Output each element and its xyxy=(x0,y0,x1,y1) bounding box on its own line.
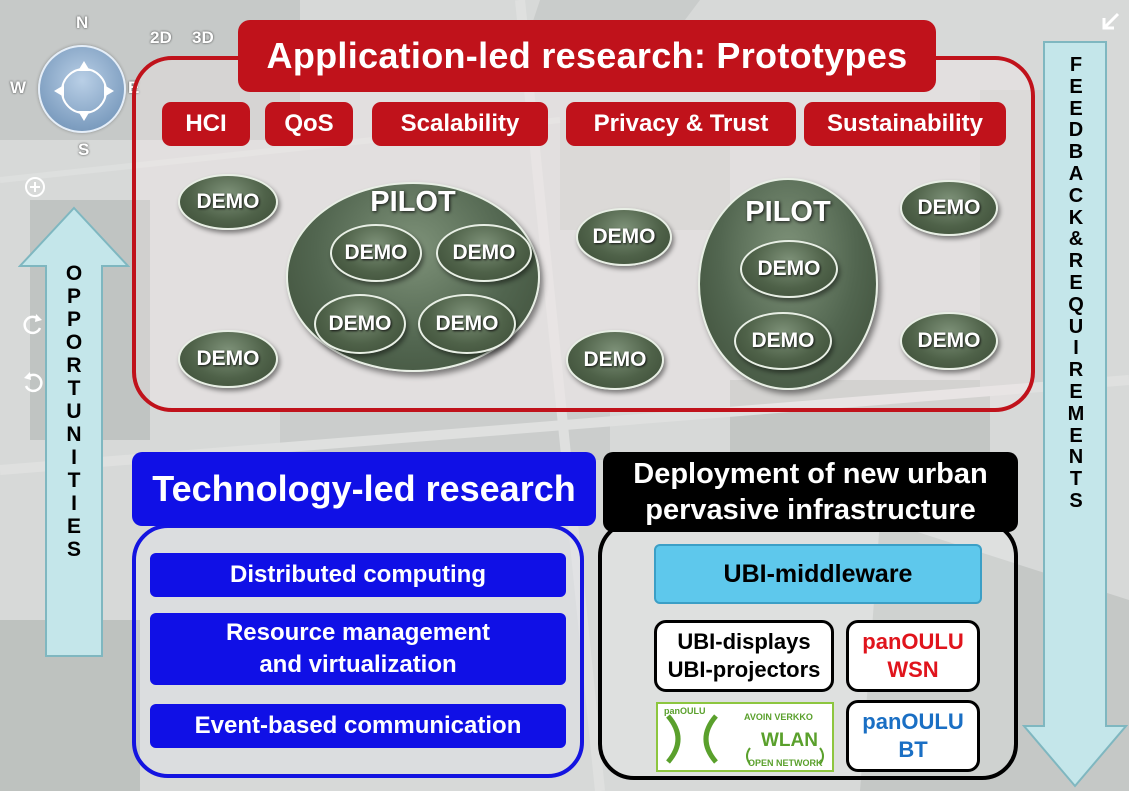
demo-bottom-right: DEMO xyxy=(900,312,998,370)
tech-item-resource-management: Resource management and virtualization xyxy=(150,613,566,685)
demo-bottom-left: DEMO xyxy=(178,330,278,388)
aspect-scalability: Scalability xyxy=(372,102,548,146)
aspect-privacy-trust: Privacy & Trust xyxy=(566,102,796,146)
opportunities-letter: T xyxy=(67,469,81,492)
demo-middle-top: DEMO xyxy=(576,208,672,266)
pilot-1-demo-4: DEMO xyxy=(418,294,516,354)
feedback-requirements-arrow xyxy=(1022,41,1128,788)
feedback-requirements-letter: D xyxy=(1068,119,1084,142)
tech-item-resource-management-line2: and virtualization xyxy=(259,651,457,678)
wlan-logo-main-text: WLAN xyxy=(761,730,818,751)
opportunities-letter: I xyxy=(71,446,77,469)
panoulu-wsn-line1: panOULU xyxy=(862,629,964,654)
feedback-requirements-letter: R xyxy=(1068,359,1084,382)
wlan-logo-top-text: AVOIN VERKKO xyxy=(744,712,813,722)
deployment-title-line2: pervasive infrastructure xyxy=(645,494,976,526)
pilot-1-demo-1: DEMO xyxy=(330,224,422,282)
feedback-requirements-letter: & xyxy=(1068,228,1084,251)
aspect-sustainability: Sustainability xyxy=(804,102,1006,146)
tech-item-resource-management-line1: Resource management xyxy=(225,619,491,646)
undo-icon[interactable] xyxy=(22,370,44,394)
tech-item-distributed-computing: Distributed computing xyxy=(150,553,566,597)
map-compass[interactable] xyxy=(38,45,126,133)
feedback-requirements-letter: U xyxy=(1068,315,1084,338)
feedback-requirements-letter: R xyxy=(1068,250,1084,273)
pilot-2-demo-1: DEMO xyxy=(740,240,838,298)
opportunities-letter: U xyxy=(66,400,82,423)
opportunities-letter: P xyxy=(66,308,81,331)
view-2d-button[interactable]: 2D xyxy=(150,28,172,47)
panoulu-bt-line2: BT xyxy=(898,737,928,762)
feedback-requirements-letter: T xyxy=(1069,468,1083,491)
panoulu-wlan-logo: panOULU AVOIN VERKKO WLAN OPEN NETWORK xyxy=(656,702,834,772)
technology-led-title: Technology-led research xyxy=(132,452,596,526)
ubi-displays-box: UBI-displays UBI-projectors xyxy=(654,620,834,692)
feedback-requirements-letter: N xyxy=(1068,446,1084,469)
demo-top-left: DEMO xyxy=(178,174,278,230)
tech-item-event-based-communication: Event-based communication xyxy=(150,704,566,748)
ubi-middleware-box: UBI-middleware xyxy=(654,544,982,604)
demo-top-right: DEMO xyxy=(900,180,998,236)
wlan-logo-graphic xyxy=(666,714,824,765)
feedback-requirements-letter: E xyxy=(1069,380,1083,403)
feedback-requirements-letter: E xyxy=(1069,75,1083,98)
wlan-logo-brand: panOULU xyxy=(664,706,706,716)
feedback-requirements-letter: C xyxy=(1068,184,1084,207)
pilot-2-demo-2: DEMO xyxy=(734,312,832,370)
opportunities-letter: O xyxy=(65,331,83,354)
compass-west-label: W xyxy=(10,78,27,97)
ubi-displays-line2: UBI-projectors xyxy=(667,657,821,682)
application-led-title: Application-led research: Prototypes xyxy=(238,20,936,92)
opportunities-letter: I xyxy=(71,492,77,515)
opportunities-letter: R xyxy=(66,354,82,377)
wlan-logo-bottom-text: OPEN NETWORK xyxy=(748,758,823,768)
feedback-requirements-letter: E xyxy=(1069,97,1083,120)
feedback-requirements-letter: F xyxy=(1069,54,1083,76)
zoom-in-icon[interactable] xyxy=(24,176,46,198)
feedback-requirements-letter: A xyxy=(1068,162,1084,185)
view-3d-button[interactable]: 3D xyxy=(192,28,214,47)
aspect-hci: HCI xyxy=(162,102,250,146)
panoulu-wsn-line2: WSN xyxy=(887,657,939,682)
compass-south-label: S xyxy=(78,140,90,159)
feedback-requirements-letter: M xyxy=(1067,402,1085,425)
demo-middle-bottom: DEMO xyxy=(566,330,664,390)
feedback-requirements-letter: E xyxy=(1069,271,1083,294)
feedback-requirements-letter: Q xyxy=(1068,293,1084,316)
panoulu-wsn-box: panOULU WSN xyxy=(846,620,980,692)
pilot-1-label: PILOT xyxy=(370,186,456,218)
compass-north-label: N xyxy=(76,13,89,32)
compass-arrows-icon xyxy=(54,61,114,121)
pilot-1-demo-2: DEMO xyxy=(436,224,532,282)
opportunities-arrow xyxy=(18,206,130,657)
opportunities-letter: S xyxy=(66,538,81,561)
feedback-requirements-letter: K xyxy=(1068,206,1084,229)
feedback-requirements-letter: B xyxy=(1068,141,1084,164)
rotate-icon[interactable] xyxy=(22,312,44,336)
ubi-displays-line1: UBI-displays xyxy=(677,629,811,654)
panoulu-bt-box: panOULU BT xyxy=(846,700,980,772)
opportunities-letter: P xyxy=(66,285,81,308)
deployment-title-line1: Deployment of new urban xyxy=(633,458,988,490)
opportunities-letter: N xyxy=(66,423,82,446)
feedback-requirements-letter: S xyxy=(1069,489,1083,512)
collapse-corner-icon[interactable] xyxy=(1100,10,1122,32)
pilot-1-demo-3: DEMO xyxy=(314,294,406,354)
pilot-2-label: PILOT xyxy=(745,196,831,228)
opportunities-letter: E xyxy=(66,515,81,538)
panoulu-bt-line1: panOULU xyxy=(862,709,964,734)
deployment-title: Deployment of new urban pervasive infras… xyxy=(603,452,1018,532)
aspect-qos: QoS xyxy=(265,102,353,146)
feedback-requirements-letter: I xyxy=(1073,337,1079,360)
opportunities-letter: T xyxy=(67,377,81,400)
opportunities-letter: O xyxy=(65,262,83,285)
feedback-requirements-letter: E xyxy=(1069,424,1083,447)
